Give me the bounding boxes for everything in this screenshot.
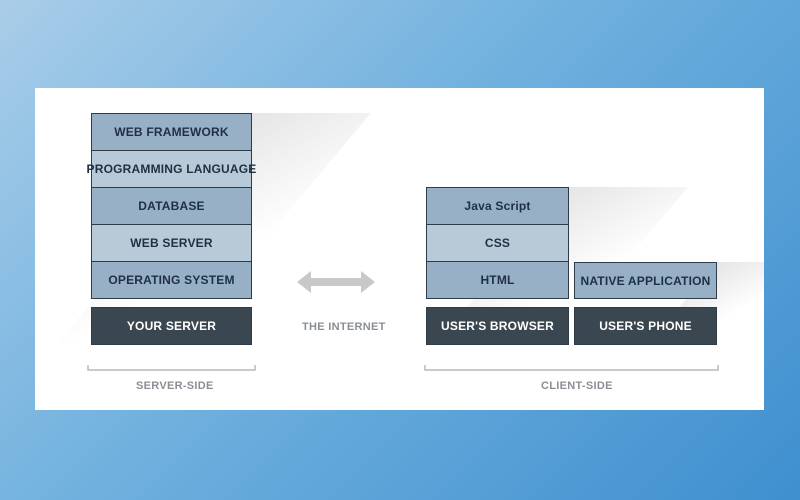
layer-programming-language: PROGRAMMING LANGUAGE [87,150,256,188]
diagram-card: WEB FRAMEWORK PROGRAMMING LANGUAGE DATAB… [35,88,764,410]
layer-css: CSS [426,224,569,262]
layer-operating-system: OPERATING SYSTEM [91,261,252,299]
client-side-label: CLIENT-SIDE [541,380,613,392]
server-side-label: SERVER-SIDE [136,380,214,392]
layer-web-framework: WEB FRAMEWORK [91,113,252,151]
users-browser-base: USER'S BROWSER [426,307,569,345]
layer-native-application: NATIVE APPLICATION [574,262,717,299]
layer-web-server: WEB SERVER [91,224,252,262]
client-side-bracket [424,365,719,371]
your-server-base: YOUR SERVER [91,307,252,345]
the-internet-label: THE INTERNET [302,321,386,333]
double-arrow-icon [297,271,375,293]
users-phone-base: USER'S PHONE [574,307,717,345]
layer-javascript: Java Script [426,187,569,225]
layer-html: HTML [426,261,569,299]
layer-database: DATABASE [91,187,252,225]
server-side-bracket [87,365,256,371]
